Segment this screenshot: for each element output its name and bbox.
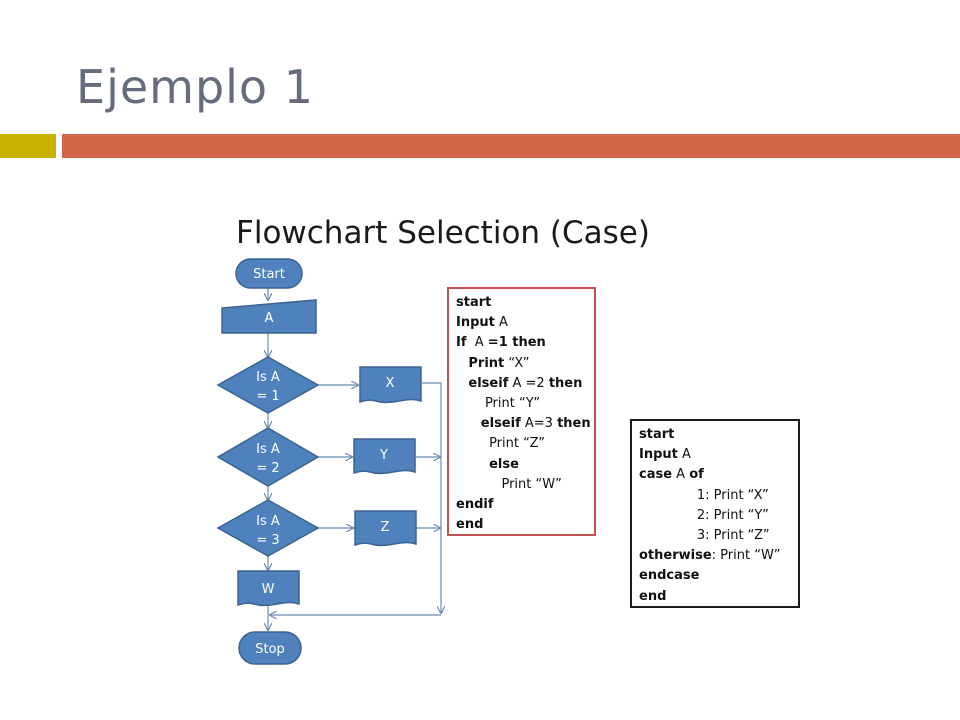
code-text: 2: Print “Y” (696, 507, 769, 523)
code-line: Print “Z” (456, 434, 594, 454)
code-indent (456, 457, 489, 472)
stop-node (238, 631, 302, 665)
code-keyword: start (639, 427, 675, 442)
code-text: Print “Y” (484, 395, 541, 411)
code-text: A (494, 315, 508, 331)
code-keyword: elseif (480, 416, 521, 432)
code-text: 3: Print “Z” (696, 527, 770, 543)
code-keyword: Input (639, 447, 678, 463)
code-line: elseif A=3 then (456, 414, 594, 434)
start-node (235, 258, 303, 289)
decision-node-3 (216, 499, 320, 557)
code-text: A=3 (520, 416, 558, 432)
code-text: Print “Z” (489, 436, 546, 452)
code-line: end (639, 587, 798, 607)
code-indent (456, 396, 485, 411)
code-line: case A of (639, 465, 798, 485)
output-w-label: W (262, 582, 275, 597)
code-indent (639, 508, 697, 523)
connectors (268, 287, 441, 630)
code-line: Print “Y” (456, 394, 594, 414)
code-indent (456, 436, 489, 451)
decision3-label-line2: = 3 (256, 533, 279, 548)
code-keyword: If (456, 335, 467, 351)
code-keyword: Input (456, 315, 495, 331)
decision1-label-line2: = 1 (256, 389, 279, 404)
input-node (221, 299, 317, 334)
code-line: Print “X” (456, 354, 594, 374)
decision1-label-line1: Is A (256, 370, 280, 385)
code-line: 2: Print “Y” (639, 506, 798, 526)
code-text: A (677, 447, 691, 463)
accent-bar-left (0, 134, 56, 158)
code-keyword: Print (468, 355, 505, 371)
stop-label: Stop (255, 642, 285, 657)
output-node-z (354, 510, 417, 547)
code-line: elseif A =2 then (456, 374, 594, 394)
decision3-label-line1: Is A (256, 514, 280, 529)
code-keyword: of (689, 467, 704, 483)
arrow-x-merge (422, 382, 441, 613)
code-line: otherwise: Print “W” (639, 546, 798, 566)
code-line: endif (456, 495, 594, 515)
code-indent (456, 416, 481, 431)
code-text: A (672, 467, 690, 483)
input-label: A (265, 311, 274, 326)
code-keyword: then (557, 416, 591, 432)
code-text: “X” (504, 355, 530, 371)
code-text: Print “W” (501, 476, 562, 492)
decision2-label-line1: Is A (256, 442, 280, 457)
flowchart-title: Flowchart Selection (Case) (236, 215, 650, 251)
code-keyword: endif (456, 496, 494, 512)
code-keyword: otherwise (639, 548, 712, 564)
code-line: else (456, 455, 594, 475)
code-line: start (456, 293, 594, 313)
code-text: A =2 (508, 375, 549, 391)
code-indent (456, 477, 501, 492)
code-line: If A =1 then (456, 333, 594, 353)
code-keyword: end (456, 517, 484, 533)
code-indent (456, 376, 468, 391)
code-keyword: start (456, 295, 492, 310)
code-keyword: =1 then (487, 335, 546, 351)
code-indent (456, 356, 468, 371)
output-node-y (353, 438, 416, 475)
code-indent (639, 488, 697, 503)
decision2-label-line2: = 2 (256, 461, 279, 476)
code-keyword: end (639, 588, 667, 604)
slide-title: Ejemplo 1 (76, 60, 314, 114)
code-keyword: else (489, 456, 519, 472)
code-keyword: endcase (639, 568, 700, 584)
decision-node-1 (216, 356, 320, 414)
code-line: endcase (639, 566, 798, 586)
code-keyword: then (548, 375, 583, 391)
accent-bar-right (62, 134, 960, 158)
output-y-label: Y (379, 448, 388, 463)
code-line: end (456, 515, 594, 535)
output-x-label: X (386, 376, 395, 391)
code-keyword: case (639, 467, 673, 483)
code-keyword: elseif (468, 375, 509, 391)
code-text: : Print “W” (711, 548, 781, 564)
code-text: 1: Print “X” (696, 487, 769, 503)
output-z-label: Z (381, 520, 390, 535)
code-line: Print “W” (456, 475, 594, 495)
decision-node-2 (216, 427, 320, 487)
code-line: start (639, 425, 798, 445)
code-line: Input A (639, 445, 798, 465)
code-line: Input A (456, 313, 594, 333)
code-text: A (466, 335, 488, 351)
output-node-w (237, 570, 300, 607)
code-line: 3: Print “Z” (639, 526, 798, 546)
code-indent (639, 528, 697, 543)
output-node-x (359, 366, 422, 404)
code-line: 1: Print “X” (639, 486, 798, 506)
start-label: Start (253, 267, 285, 282)
